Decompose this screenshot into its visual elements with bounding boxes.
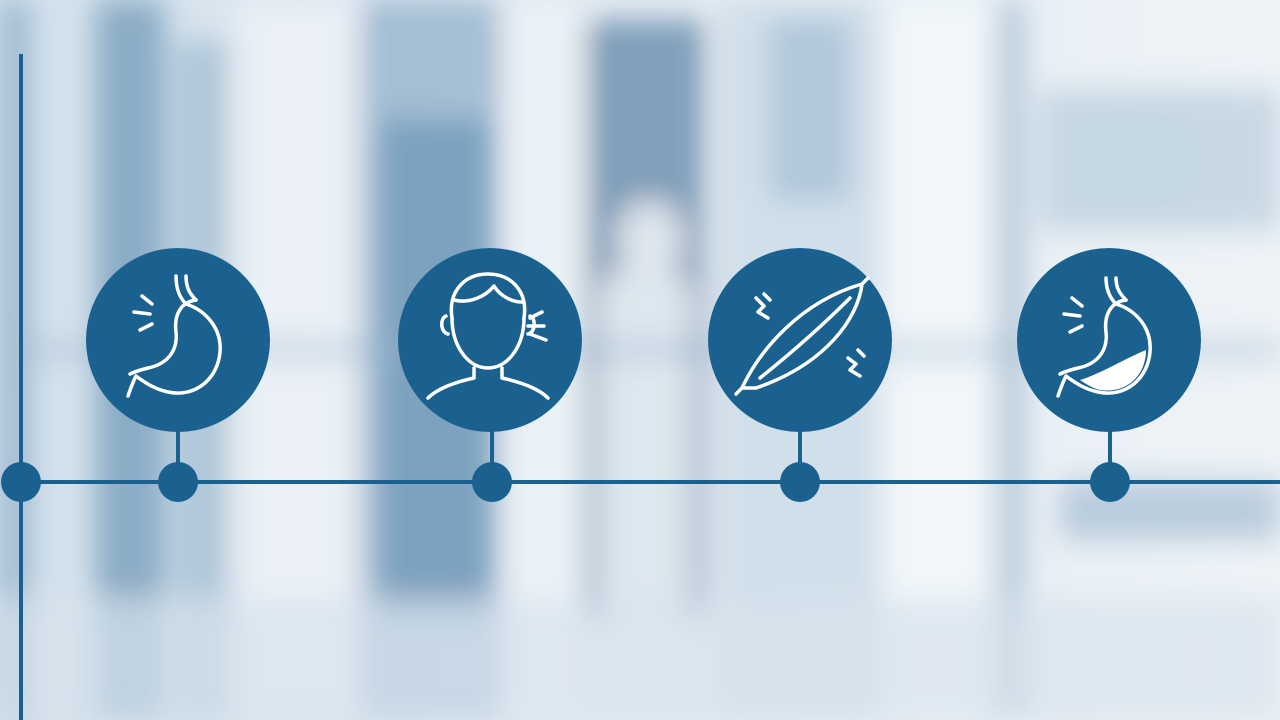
milestone-badge: [1017, 248, 1201, 432]
milestone-dot: [158, 462, 198, 502]
milestone-3: [708, 248, 892, 502]
milestone-4: [1017, 248, 1201, 502]
milestone-dot: [472, 462, 512, 502]
milestone-badge: [86, 248, 270, 432]
stomach-fullness-icon: [1056, 276, 1152, 398]
stomach-pain-icon: [126, 274, 222, 398]
ear-ringing-icon: [426, 272, 550, 400]
milestone-dot: [780, 462, 820, 502]
milestone-dot: [1090, 462, 1130, 502]
milestone-2: [398, 248, 582, 502]
milestone-badge: [708, 248, 892, 432]
milestone-1: [86, 248, 270, 502]
timeline-origin-dot: [1, 462, 41, 502]
muscle-cramp-icon: [734, 276, 870, 396]
